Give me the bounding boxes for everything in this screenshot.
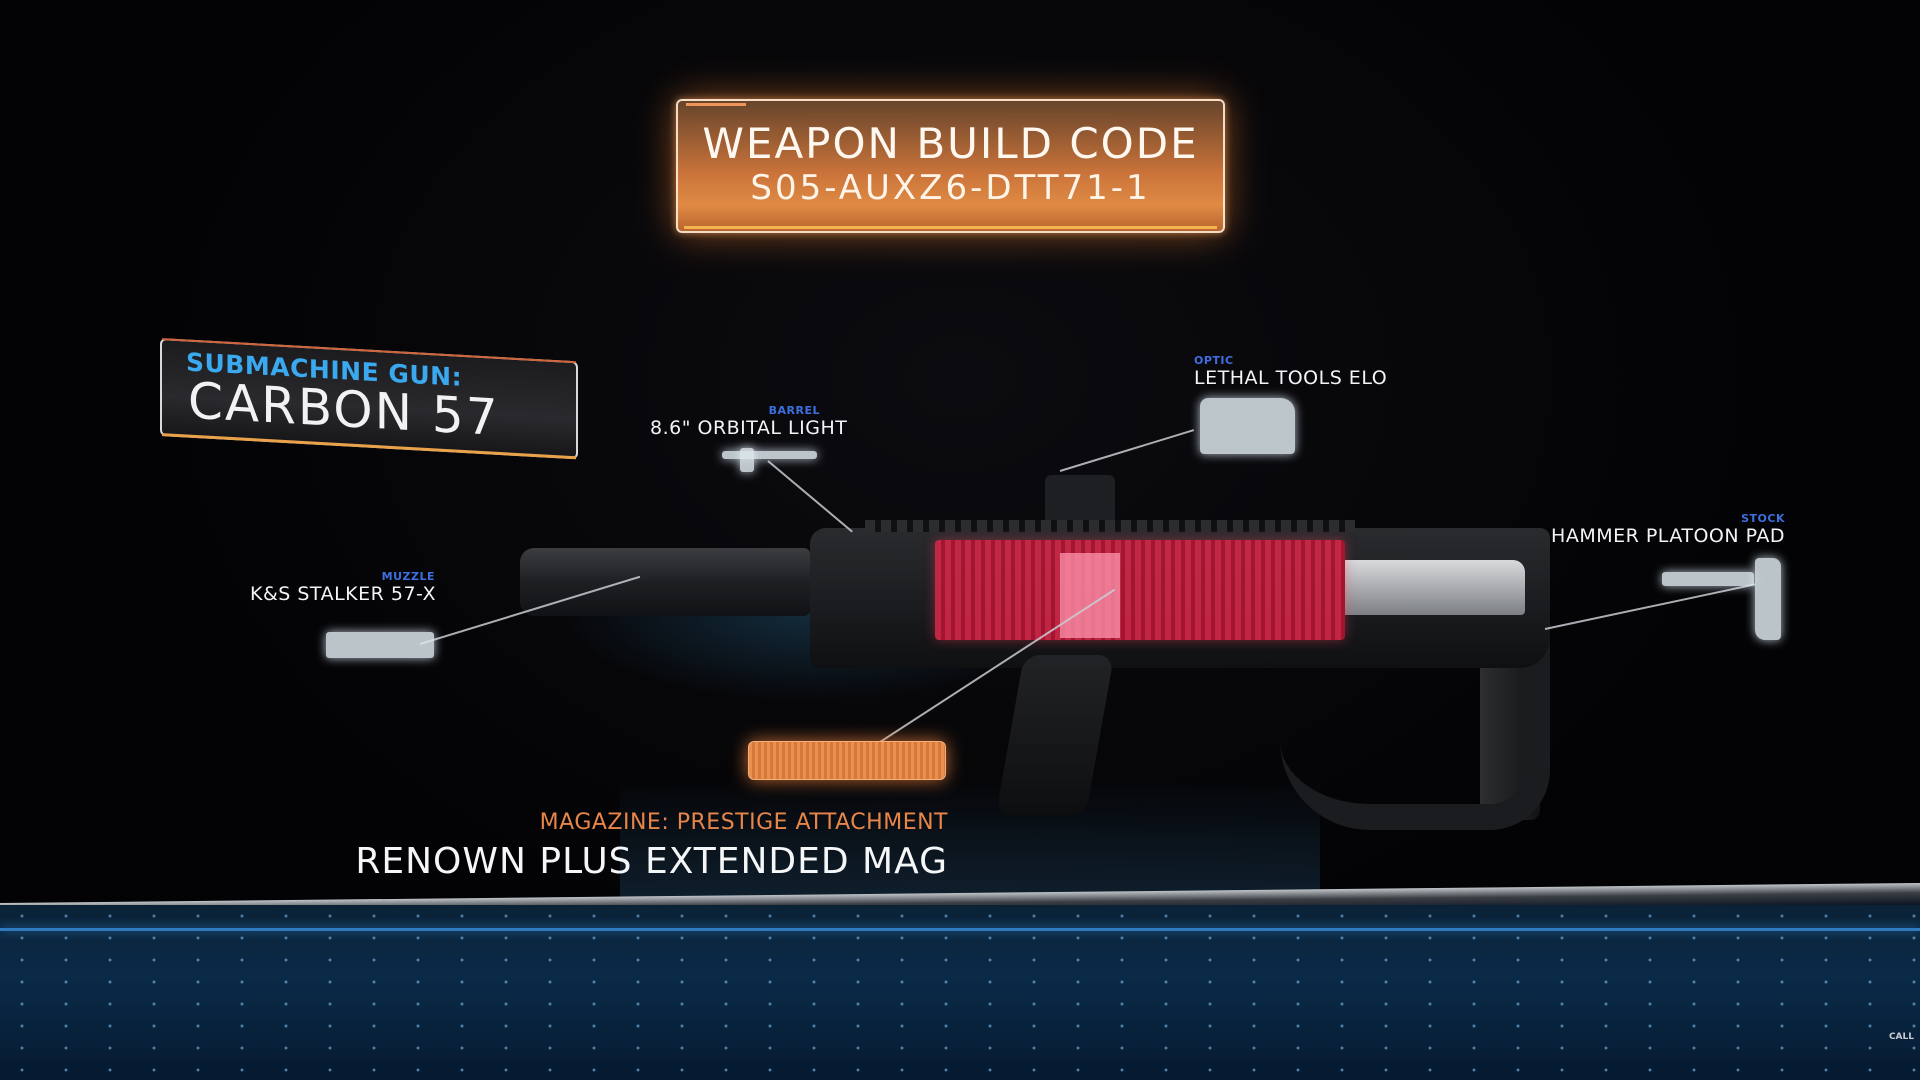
attachment-name: 8.6" ORBITAL LIGHT xyxy=(650,417,848,439)
attachment-name: K&S STALKER 57-X xyxy=(250,583,436,605)
weapon-name-plate: SUBMACHINE GUN: CARBON 57 xyxy=(160,338,578,460)
barrel-leader-line xyxy=(767,460,853,533)
attachment-muzzle[interactable]: MUZZLE K&S STALKER 57-X xyxy=(250,570,435,605)
attachment-name: HAMMER PLATOON PAD xyxy=(1551,525,1785,547)
muzzle-icon xyxy=(326,632,434,658)
platform-glow-line xyxy=(0,928,1920,931)
build-code-title: WEAPON BUILD CODE xyxy=(702,119,1199,168)
attachment-slot-label: MUZZLE xyxy=(381,570,435,583)
attachment-name: LETHAL TOOLS ELO xyxy=(1194,367,1388,389)
gun-suppressor xyxy=(520,548,810,616)
attachment-magazine[interactable]: MAGAZINE: PRESTIGE ATTACHMENT RENOWN PLU… xyxy=(355,810,948,882)
gun-optic xyxy=(1045,475,1115,520)
watermark-logo: CALL xyxy=(1888,1032,1914,1042)
display-platform-floor xyxy=(0,905,1920,1080)
gun-top-rail xyxy=(865,520,1355,532)
attachment-stock[interactable]: STOCK HAMMER PLATOON PAD xyxy=(1530,512,1785,547)
stock-icon xyxy=(1662,572,1754,586)
optic-icon xyxy=(1200,398,1295,454)
attachment-slot-label: STOCK xyxy=(1741,512,1785,525)
gun-magazine-glare xyxy=(1060,553,1120,638)
attachment-slot-label: OPTIC xyxy=(1194,354,1234,367)
barrel-mount-icon xyxy=(740,448,754,472)
attachment-barrel[interactable]: BARREL 8.6" ORBITAL LIGHT xyxy=(650,404,848,439)
attachment-slot-label: MAGAZINE: PRESTIGE ATTACHMENT xyxy=(539,810,948,835)
barrel-icon xyxy=(722,451,817,459)
attachment-optic[interactable]: OPTIC LETHAL TOOLS ELO xyxy=(1194,354,1387,389)
optic-leader-line xyxy=(1059,429,1195,472)
attachment-name: RENOWN PLUS EXTENDED MAG xyxy=(355,841,948,882)
build-code-value: S05-AUXZ6-DTT71-1 xyxy=(750,168,1151,208)
gun-receiver-cover xyxy=(1345,560,1525,615)
weapon-build-code-panel: WEAPON BUILD CODE S05-AUXZ6-DTT71-1 xyxy=(676,99,1225,233)
gun-magazine-highlight xyxy=(935,540,1345,640)
attachment-slot-label: BARREL xyxy=(768,404,820,417)
magazine-icon xyxy=(748,741,946,780)
stock-buttpad-icon xyxy=(1755,558,1781,640)
stock-leader-line xyxy=(1544,583,1756,630)
